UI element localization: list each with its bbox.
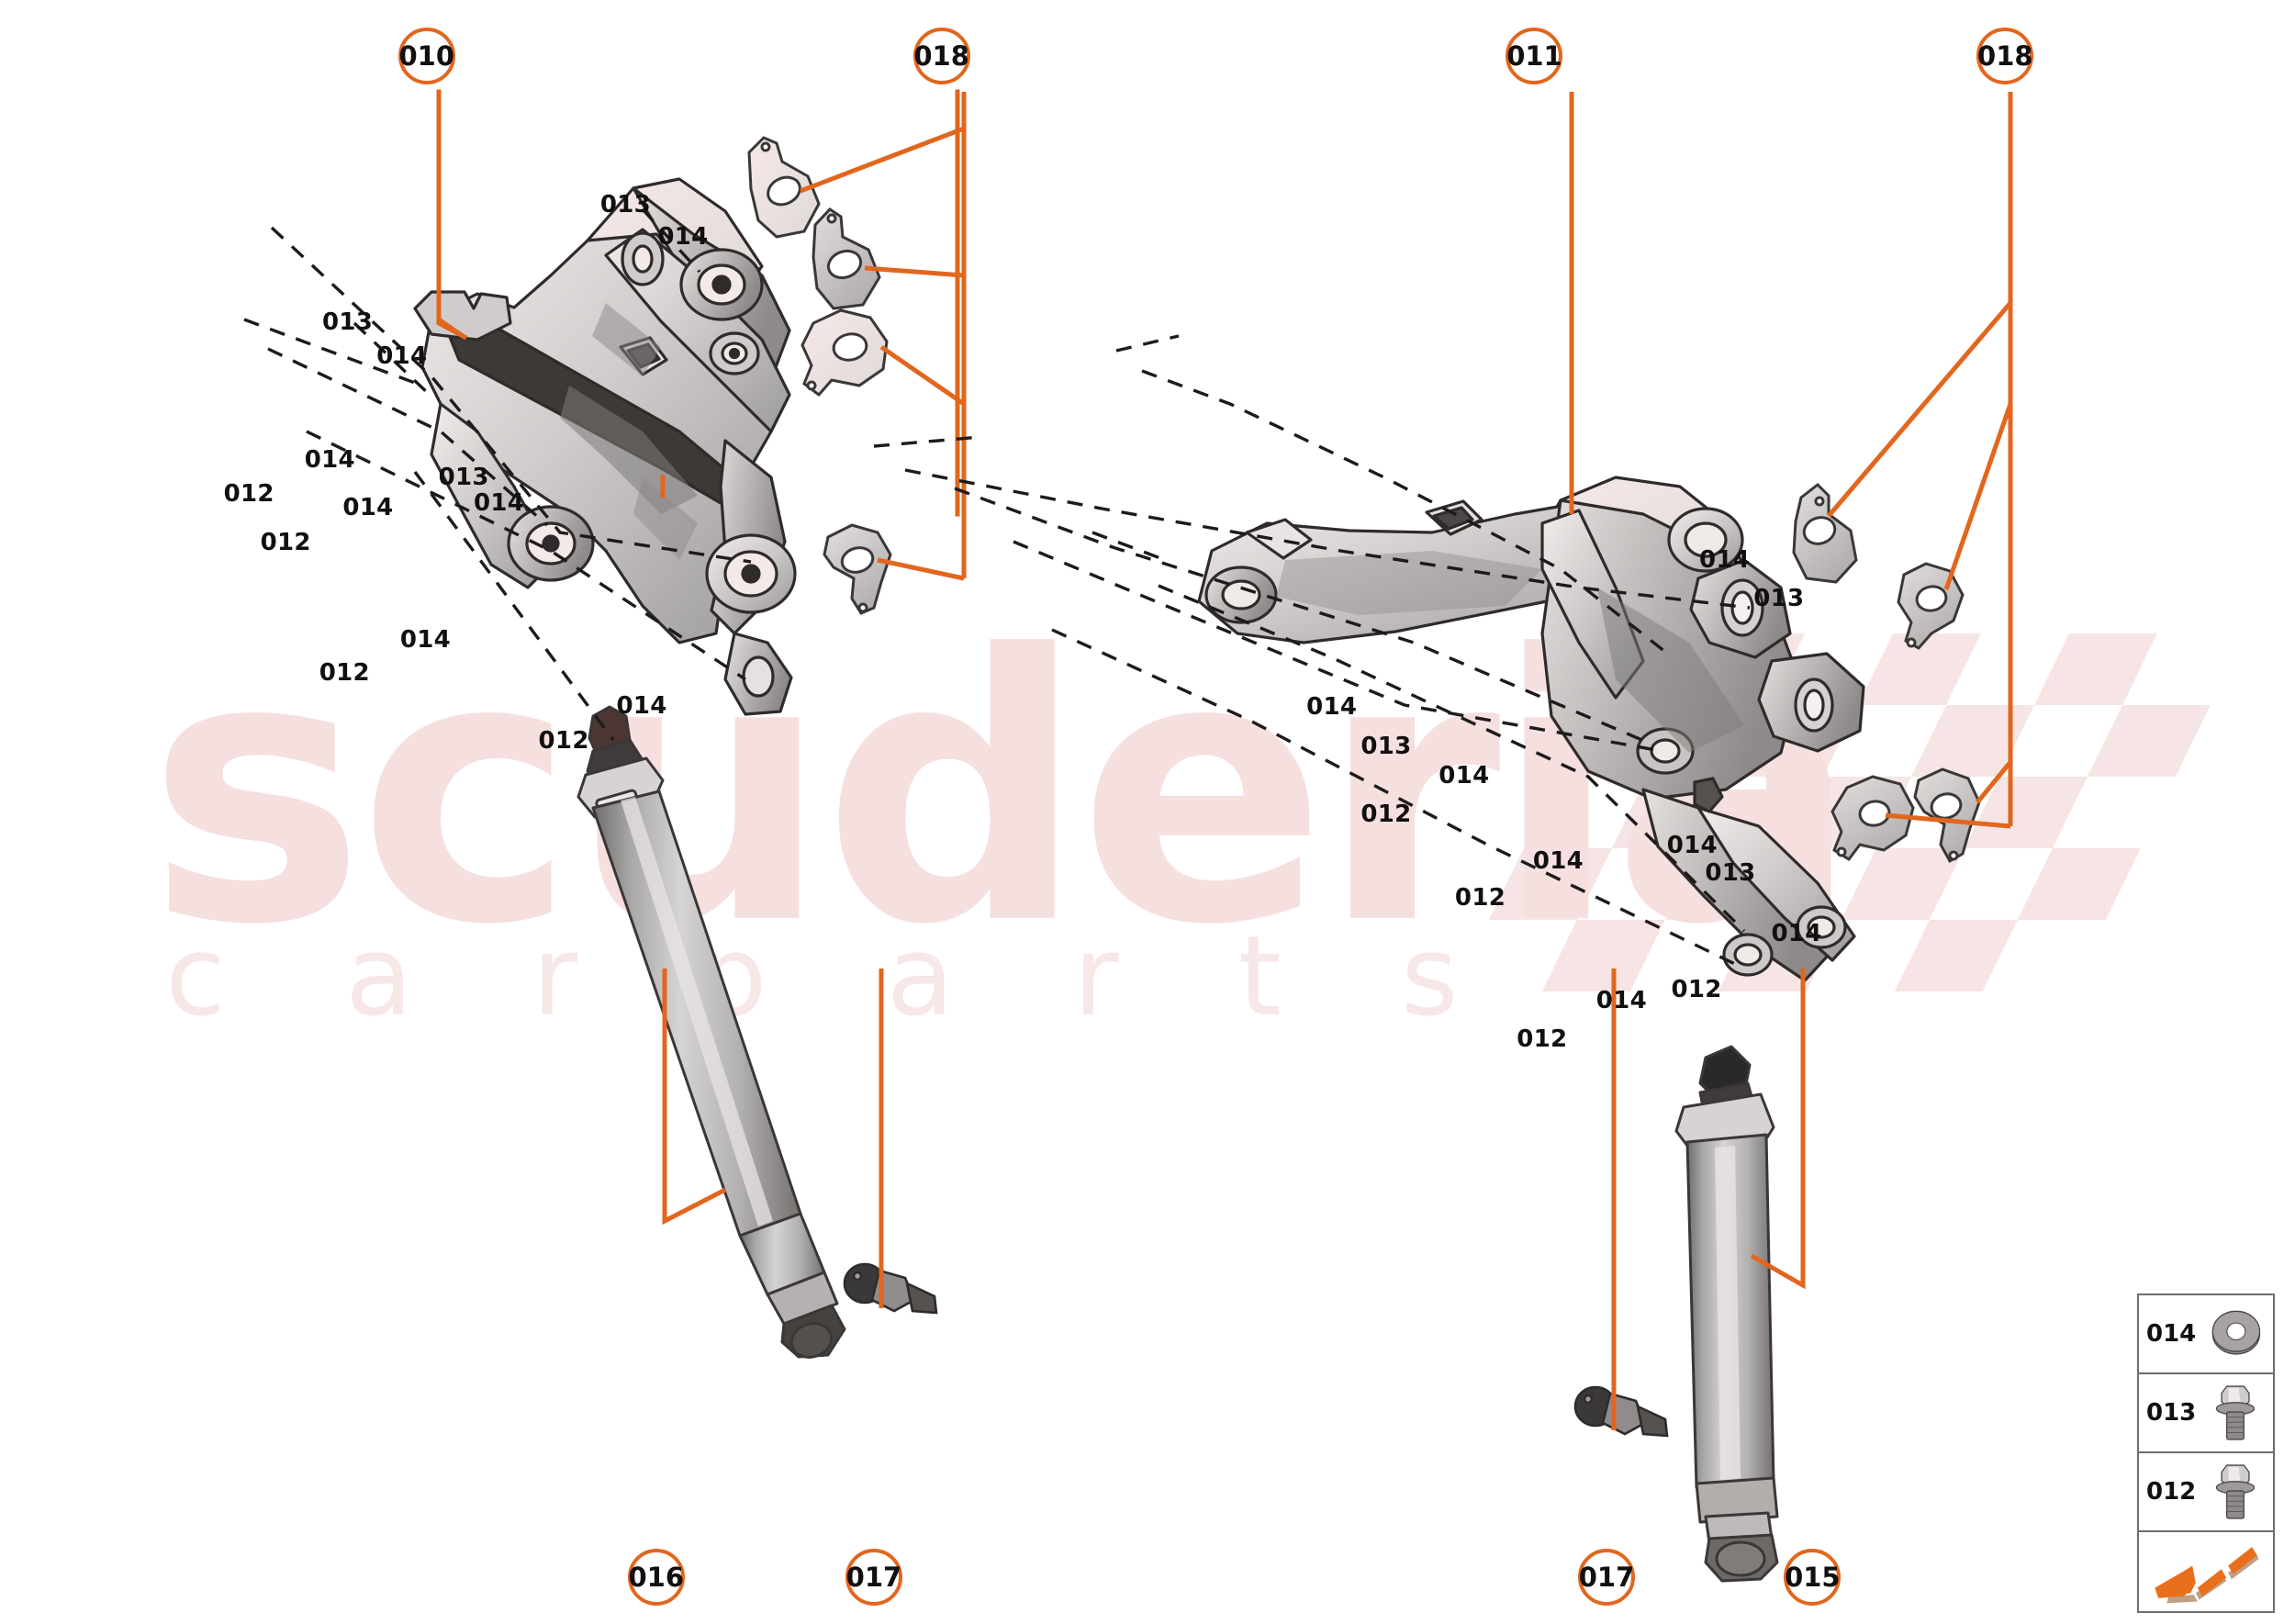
bracket-assembly-left xyxy=(413,177,797,716)
balloon-018-right-leaders xyxy=(1827,92,2013,829)
washer-icon xyxy=(2205,1300,2266,1368)
callout-012: 012 xyxy=(319,659,370,688)
legend-row-012: 012 xyxy=(2139,1453,2273,1532)
callout-014: 014 xyxy=(304,446,355,475)
tab-washer-3 xyxy=(800,308,889,398)
callout-014: 014 xyxy=(1439,762,1490,790)
damper-shock-absorber-right xyxy=(1674,1045,1779,1583)
tab-washer-5 xyxy=(1792,483,1858,584)
callout-012: 012 xyxy=(538,727,589,756)
tab-washer-group-left xyxy=(747,136,892,615)
balloon-017[interactable]: 017 xyxy=(1578,1548,1635,1606)
balloon-018[interactable]: 018 xyxy=(1976,27,2034,84)
callout-014: 014 xyxy=(1595,987,1647,1015)
balloon-017[interactable]: 017 xyxy=(845,1548,902,1606)
callout-014: 014 xyxy=(399,625,452,654)
legend-box: 014 013 xyxy=(2137,1294,2275,1613)
balloon-018[interactable]: 018 xyxy=(912,27,970,84)
callout-013: 013 xyxy=(1705,859,1756,888)
callout-013: 013 xyxy=(321,308,374,336)
callout-014: 014 xyxy=(474,488,525,517)
tab-washer-1 xyxy=(747,136,821,239)
legend-number-013: 013 xyxy=(2146,1399,2197,1427)
callout-014: 014 xyxy=(1306,693,1358,722)
callout-013: 013 xyxy=(1753,584,1805,612)
flange-bolt-icon xyxy=(2205,1379,2266,1447)
callout-014: 014 xyxy=(376,342,428,370)
balloon-011[interactable]: 011 xyxy=(1506,27,1563,84)
callout-012: 012 xyxy=(223,480,274,509)
callout-014: 014 xyxy=(616,691,667,720)
legend-row-014: 014 xyxy=(2139,1295,2273,1374)
balloon-016[interactable]: 016 xyxy=(627,1548,685,1606)
callout-012: 012 xyxy=(260,528,311,556)
tab-washer-4 xyxy=(823,523,892,615)
dashed-leaders-right xyxy=(873,334,1751,968)
callout-014: 014 xyxy=(1771,919,1822,947)
callout-014: 014 xyxy=(657,222,709,251)
callout-012: 012 xyxy=(1671,975,1722,1003)
watermark-secondary: c a r p a r t s xyxy=(165,913,1500,1041)
tab-washer-7 xyxy=(1830,775,1915,862)
legend-number-014: 014 xyxy=(2146,1320,2197,1348)
callout-013: 013 xyxy=(438,464,489,492)
callout-014: 014 xyxy=(1698,546,1751,575)
callout-013: 013 xyxy=(1360,733,1412,761)
callout-012: 012 xyxy=(1517,1025,1568,1054)
flange-bolt-icon xyxy=(2205,1458,2266,1526)
orange-arrow-icon xyxy=(2146,1538,2266,1606)
callout-014: 014 xyxy=(342,493,394,521)
balloon-016-leader xyxy=(662,969,727,1226)
callout-014: 014 xyxy=(1532,847,1584,876)
legend-number-012: 012 xyxy=(2146,1478,2197,1506)
balloon-015[interactable]: 015 xyxy=(1784,1548,1842,1606)
legend-row-direction xyxy=(2139,1532,2273,1611)
callout-012: 012 xyxy=(1454,884,1506,913)
legend-row-013: 013 xyxy=(2139,1374,2273,1453)
tab-washer-8 xyxy=(1913,767,1981,864)
damper-shock-absorber-left xyxy=(577,705,846,1359)
balloon-010[interactable]: 010 xyxy=(397,27,455,84)
callout-014: 014 xyxy=(1666,831,1718,859)
dashed-leaders-left xyxy=(243,207,752,742)
balloon-015-leader xyxy=(1750,969,1806,1290)
balloon-010-leader xyxy=(436,92,468,341)
callout-012: 012 xyxy=(1360,801,1412,829)
tab-washer-2 xyxy=(812,207,881,310)
callout-013: 013 xyxy=(599,190,652,218)
balloon-018-left-leaders xyxy=(800,92,967,581)
